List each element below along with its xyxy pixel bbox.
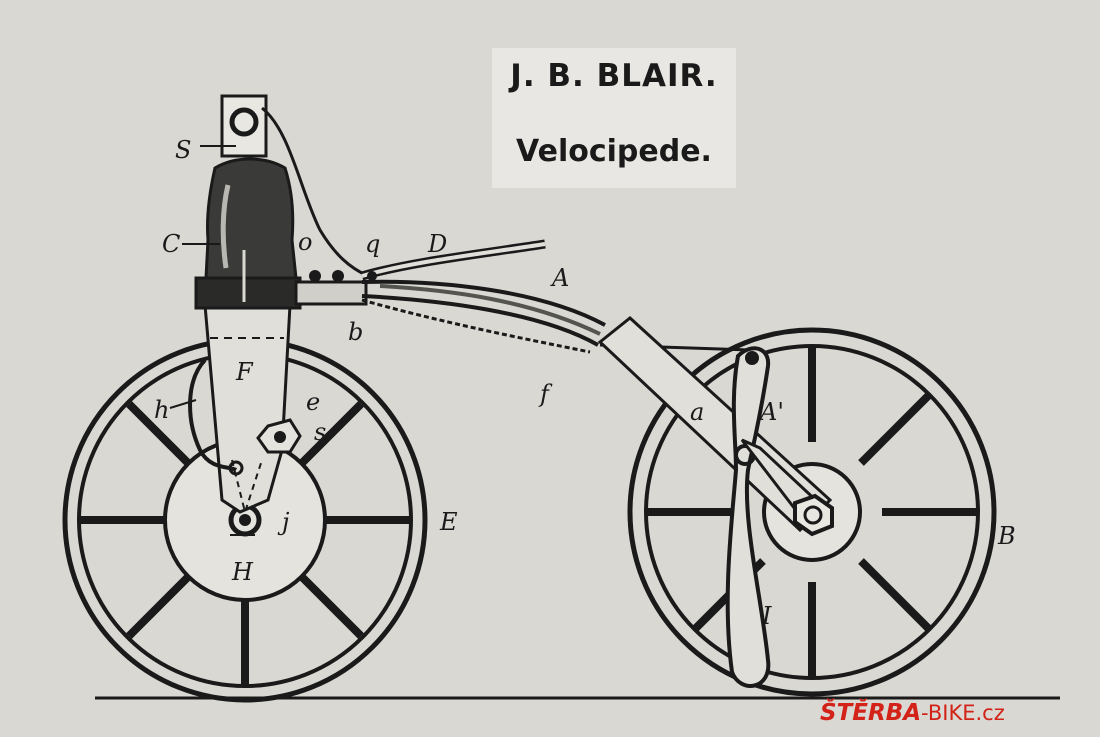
label-s: s <box>314 418 326 446</box>
label-o: o <box>298 228 312 256</box>
label-B: B <box>997 522 1016 550</box>
label-I: I <box>761 602 772 630</box>
watermark-main: ŠTĚRBA <box>820 700 922 726</box>
steering-head <box>194 94 369 310</box>
label-H: H <box>231 558 254 586</box>
label-h: h <box>154 396 169 424</box>
label-C: C <box>162 230 180 258</box>
label-F: F <box>235 358 254 386</box>
patent-subject-title: Velocipede. <box>516 134 712 169</box>
front-fork <box>188 303 302 516</box>
label-D: D <box>427 230 447 258</box>
frame-backbone <box>361 279 751 354</box>
crank-arm <box>740 438 834 537</box>
clamp <box>294 270 368 306</box>
front-wheel <box>62 337 428 703</box>
label-A: A <box>550 264 569 292</box>
label-S: S <box>175 136 191 164</box>
site-watermark: ŠTĚRBA-BIKE.cz <box>820 700 1005 730</box>
patent-inventor-title: J. B. BLAIR. <box>510 58 718 94</box>
label-f: f <box>538 380 553 408</box>
label-e: e <box>306 388 320 416</box>
title-box: J. B. BLAIR. Velocipede. <box>492 48 736 188</box>
label-A-prime: A' <box>758 398 784 426</box>
label-a: a <box>690 398 704 426</box>
label-q: q <box>365 230 380 258</box>
label-E: E <box>439 508 458 536</box>
label-b: b <box>348 318 363 346</box>
watermark-suffix: -BIKE.cz <box>921 701 1005 725</box>
